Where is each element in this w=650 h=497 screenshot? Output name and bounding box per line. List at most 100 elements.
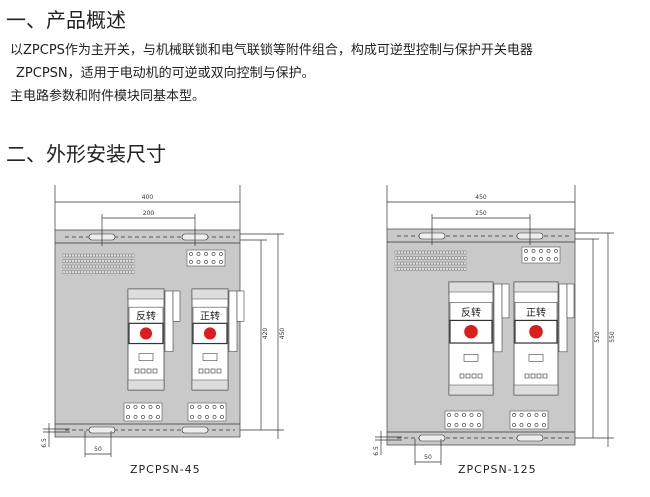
terminal-screw <box>539 249 543 253</box>
terminal-screw <box>519 413 524 417</box>
terminal-strip-cell <box>98 259 102 263</box>
section-title-dimensions: 二、外形安装尺寸 <box>6 142 166 166</box>
terminal-strip-cell <box>98 253 102 258</box>
terminal-strip-cell <box>460 267 464 271</box>
mounting-slot <box>516 434 544 442</box>
terminal-strip-cell <box>430 256 434 260</box>
terminal-strip-cell <box>89 270 93 274</box>
breaker-button <box>477 373 483 379</box>
terminal-strip-cell <box>125 259 129 263</box>
terminal-screw <box>156 405 160 409</box>
terminal-screw <box>454 423 459 427</box>
breaker-button <box>459 373 465 379</box>
terminal-strip-cell <box>71 264 75 269</box>
terminal-screw <box>148 405 153 409</box>
terminal-screw <box>126 415 130 419</box>
terminal-strip-cell <box>128 264 132 269</box>
terminal-strip-cell <box>92 259 96 263</box>
breaker-direction-label: 正转 <box>200 309 220 322</box>
terminal-strip-cell <box>65 259 69 263</box>
hole-offset-dimension: 50 <box>94 446 102 453</box>
breaker-button <box>134 368 140 374</box>
terminal-strip-cell <box>415 261 419 266</box>
breaker-button <box>146 368 152 374</box>
terminal-screw <box>524 249 528 253</box>
inner-height-dimension: 420 <box>262 328 269 340</box>
terminal-strip-cell <box>445 267 449 271</box>
terminal-screw <box>211 252 216 256</box>
rotary-knob-icon <box>464 324 478 339</box>
terminal-strip-cell <box>74 270 78 274</box>
outer-height-dimension: 450 <box>279 328 286 340</box>
terminal-screw <box>205 405 209 409</box>
terminal-strip-cell <box>412 261 416 266</box>
terminal-strip-cell <box>128 270 132 274</box>
terminal-strip-cell <box>83 264 87 269</box>
terminal-screw <box>469 423 474 427</box>
terminal-strip-cell <box>433 250 437 255</box>
terminal-screw <box>205 415 209 419</box>
terminal-strip-cell <box>86 253 90 258</box>
terminal-strip-cell <box>74 253 78 258</box>
terminal-strip-cell <box>107 259 111 263</box>
terminal-strip-cell <box>77 253 81 258</box>
terminal-strip-cell <box>98 270 102 274</box>
terminal-strip-cell <box>125 264 129 269</box>
terminal-strip-cell <box>451 267 455 271</box>
model-label-125: ZPCPSN-125 <box>458 463 537 476</box>
terminal-screw <box>220 415 224 419</box>
terminal-strip-cell <box>409 261 413 266</box>
terminal-strip-cell <box>122 259 126 263</box>
terminal-strip-cell <box>86 270 90 274</box>
terminal-screw <box>469 413 474 417</box>
terminal-screw <box>512 413 516 417</box>
terminal-strip-cell <box>62 259 66 263</box>
terminal-strip-cell <box>412 250 416 255</box>
terminal-strip-cell <box>424 267 428 271</box>
terminal-strip-cell <box>418 267 422 271</box>
terminal-strip-cell <box>403 261 407 266</box>
breaker-direction-label: 反转 <box>136 309 156 322</box>
terminal-strip-cell <box>439 256 443 260</box>
terminal-strip-cell <box>412 267 416 271</box>
terminal-screw <box>204 260 208 264</box>
terminal-strip-cell <box>460 250 464 255</box>
terminal-screw <box>212 405 217 409</box>
rotary-knob-icon <box>529 324 543 339</box>
auxiliary-contact <box>558 283 568 353</box>
terminal-strip-cell <box>400 267 404 271</box>
terminal-strip-cell <box>436 250 440 255</box>
terminal-strip-cell <box>95 253 99 258</box>
breaker-button <box>204 368 210 374</box>
terminal-strip-cell <box>83 259 87 263</box>
terminal-strip-cell <box>430 261 434 266</box>
terminal-screw <box>141 415 145 419</box>
terminal-strip-cell <box>439 267 443 271</box>
terminal-screw <box>156 415 160 419</box>
width-dimension: 450 <box>475 194 487 201</box>
terminal-screw <box>554 249 558 253</box>
terminal-strip-cell <box>125 270 129 274</box>
terminal-strip-cell <box>116 259 120 263</box>
overview-text: 以ZPCPS作为主开关，与机械联锁和电气联锁等附件组合，构成可逆型控制与保护开关… <box>10 39 533 108</box>
terminal-strip-cell <box>110 264 114 269</box>
terminal-strip-cell <box>454 261 458 266</box>
terminal-strip-cell <box>400 261 404 266</box>
terminal-strip-cell <box>68 264 72 269</box>
terminal-screw <box>141 405 145 409</box>
breaker-indicator-window <box>463 354 479 362</box>
terminal-strip-cell <box>77 264 81 269</box>
terminal-strip-cell <box>119 270 123 274</box>
mount-spacing-dimension: 200 <box>143 210 155 217</box>
breaker-button <box>542 373 548 379</box>
terminal-screw <box>196 260 201 264</box>
terminal-strip-cell <box>116 270 120 274</box>
terminal-strip-cell <box>433 267 437 271</box>
terminal-strip-cell <box>101 264 105 269</box>
terminal-strip-cell <box>445 256 449 260</box>
terminal-screw <box>527 413 531 417</box>
breaker-button <box>536 373 542 379</box>
terminal-strip-cell <box>119 253 123 258</box>
terminal-strip-cell <box>451 261 455 266</box>
terminal-strip-cell <box>430 267 434 271</box>
